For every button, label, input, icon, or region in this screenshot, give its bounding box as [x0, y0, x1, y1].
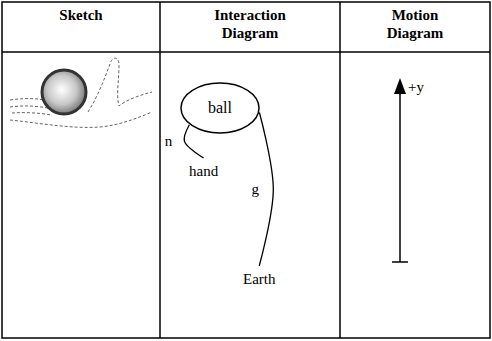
- motion-axis: [392, 78, 408, 262]
- table-lines: [2, 2, 490, 338]
- axis-label: +y: [408, 78, 424, 96]
- node-text: Earth: [243, 271, 275, 287]
- hand-sketch: [10, 58, 152, 127]
- column-heading: Sketch: [2, 6, 160, 24]
- interaction-line: [259, 113, 273, 266]
- node-text: ball: [208, 99, 232, 117]
- interaction-label: n: [163, 133, 175, 150]
- ellipse-shape: [181, 83, 259, 133]
- interaction-label: g: [250, 181, 262, 198]
- agent-node: hand: [186, 160, 221, 182]
- agent-node: Earth: [240, 268, 278, 290]
- column-heading: Interaction Diagram: [160, 6, 340, 42]
- column-heading: Motion Diagram: [340, 6, 490, 42]
- node-text: hand: [189, 163, 218, 179]
- ball-sketch: [42, 70, 86, 114]
- object-ellipse: ball: [180, 82, 260, 134]
